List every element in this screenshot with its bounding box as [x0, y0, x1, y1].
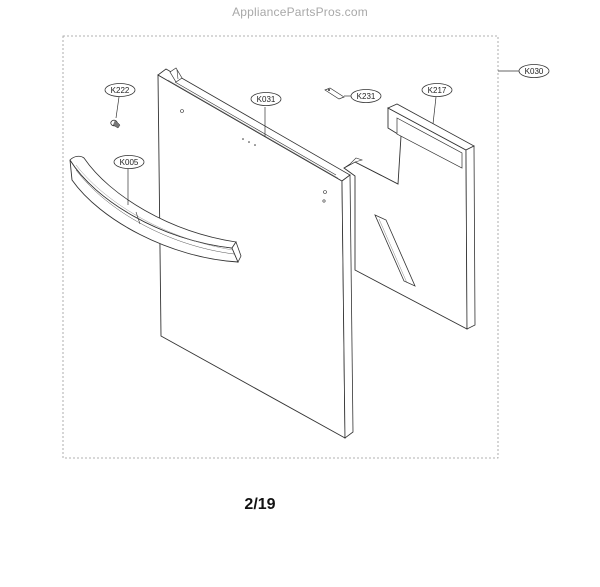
callout-k222[interactable]: K222 — [104, 83, 136, 97]
callout-k231[interactable]: K231 — [350, 89, 382, 103]
svg-text:K030: K030 — [525, 67, 544, 76]
svg-text:K031: K031 — [257, 95, 276, 104]
callout-k005[interactable]: K005 — [113, 155, 145, 169]
page-number: 2/19 — [244, 496, 276, 513]
svg-text:K222: K222 — [111, 86, 130, 95]
door-panel — [157, 67, 354, 439]
inner-liner-panel — [343, 103, 476, 330]
assembly-boundary — [62, 35, 499, 459]
svg-text:K217: K217 — [428, 86, 447, 95]
callout-k217[interactable]: K217 — [421, 83, 453, 97]
callout-k030[interactable]: K030 — [518, 64, 550, 78]
screw-part — [110, 119, 121, 129]
watermark: AppliancePartsPros.com — [232, 5, 368, 19]
clip-part — [324, 87, 345, 100]
door-handle — [69, 155, 242, 263]
svg-text:K005: K005 — [120, 158, 139, 167]
callout-k031[interactable]: K031 — [250, 92, 282, 106]
svg-text:K231: K231 — [357, 92, 376, 101]
